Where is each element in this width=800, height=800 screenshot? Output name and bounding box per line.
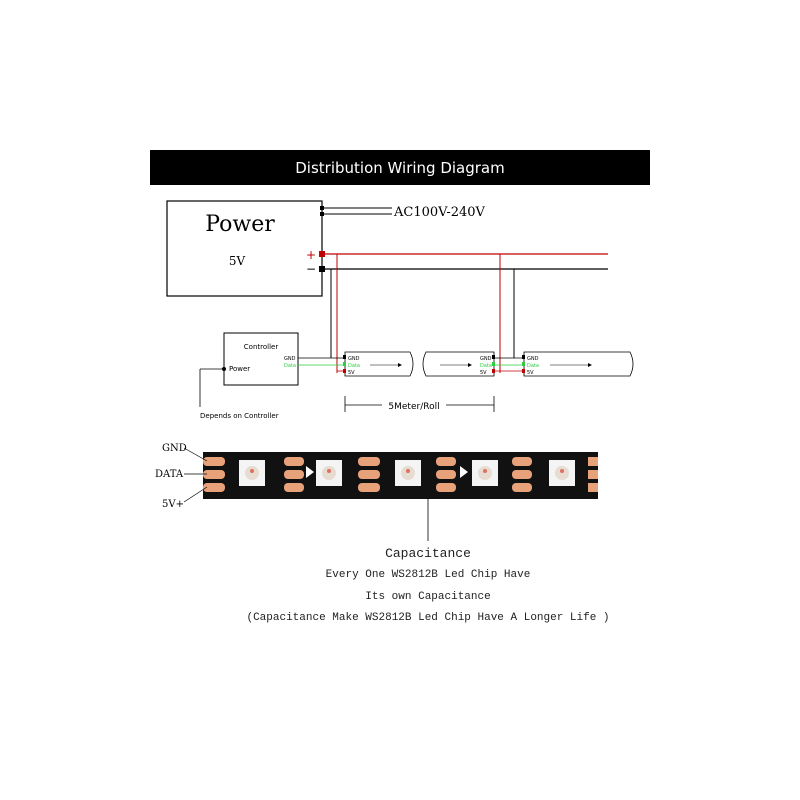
controller-power-label: Power: [229, 365, 250, 373]
controller-note: Depends on Controller: [200, 412, 279, 420]
plus-sign: +: [306, 248, 316, 262]
seg2-5v-label: 5V: [480, 370, 487, 376]
ac-terminal-2: [320, 212, 324, 216]
caption-line-2: Its own Capacitance: [365, 591, 491, 603]
strip-data-label: DATA: [155, 469, 184, 480]
power-supply-box: [166, 200, 323, 297]
led-chip-3: [395, 460, 421, 486]
seg2-data-pad: [492, 362, 495, 366]
capacitance-title: Capacitance: [385, 546, 471, 561]
seg1-arrowhead: [398, 363, 402, 367]
seg2-data-label: Data: [480, 363, 492, 369]
seg2-5v-pad: [492, 369, 495, 373]
power-voltage: 5V: [229, 254, 246, 268]
seg1-gnd-label: GND: [348, 356, 360, 362]
diagram-title: Distribution Wiring Diagram: [295, 158, 505, 177]
led-chip-5: [549, 460, 575, 486]
seg3-arrowhead: [588, 363, 592, 367]
strip-pads-left: [203, 457, 225, 492]
length-label: 5Meter/Roll: [388, 402, 439, 412]
ac-input-label: AC100V-240V: [393, 205, 486, 220]
power-label: Power: [205, 212, 275, 237]
title-banner: Distribution Wiring Diagram: [150, 150, 650, 185]
strip-edge-pads-right: [588, 457, 598, 492]
strip-segment-2: [422, 351, 495, 377]
led-chip-4: [472, 460, 498, 486]
seg3-gnd-pad: [522, 355, 525, 359]
ac-terminal-1: [320, 206, 324, 210]
seg2-gnd-pad: [492, 355, 495, 359]
caption-line-3: (Capacitance Make WS2812B Led Chip Have …: [246, 612, 610, 624]
seg3-5v-label: 5V: [527, 370, 534, 376]
seg2-arrowhead: [468, 363, 472, 367]
seg1-data-pad: [343, 362, 346, 366]
seg3-5v-pad: [522, 369, 525, 373]
strip-pads-4: [512, 457, 532, 492]
strip-pads-1: [284, 457, 304, 492]
led-chip-1: [239, 460, 265, 486]
strip-5v-arrow: [183, 486, 208, 503]
controller-gnd-pin: GND: [284, 356, 296, 362]
strip-direction-arrow-2: [460, 466, 468, 478]
strip-segment-1: [344, 351, 414, 377]
seg1-data-label: Data: [348, 363, 360, 369]
strip-gnd-label: GND: [162, 443, 187, 454]
controller-data-pin: Data: [284, 363, 296, 369]
seg3-data-pad: [522, 362, 525, 366]
controller-box: [223, 332, 299, 386]
led-chip-2: [316, 460, 342, 486]
plus-terminal: [319, 251, 325, 257]
strip-pads-3: [436, 457, 456, 492]
minus-terminal: [319, 266, 325, 272]
seg1-5v-label: 5V: [348, 370, 355, 376]
seg2-gnd-label: GND: [480, 356, 492, 362]
seg3-data-label: Data: [527, 363, 539, 369]
minus-sign: −: [306, 262, 316, 276]
seg1-gnd-pad: [343, 355, 346, 359]
caption-line-1: Every One WS2812B Led Chip Have: [325, 569, 531, 581]
strip-segment-3: [523, 351, 634, 377]
controller-label: Controller: [244, 343, 279, 351]
seg3-gnd-label: GND: [527, 356, 539, 362]
strip-5v-label: 5V+: [162, 499, 184, 510]
strip-direction-arrow-1: [306, 466, 314, 478]
strip-gnd-arrow: [183, 447, 208, 462]
strip-pads-2: [358, 457, 380, 492]
